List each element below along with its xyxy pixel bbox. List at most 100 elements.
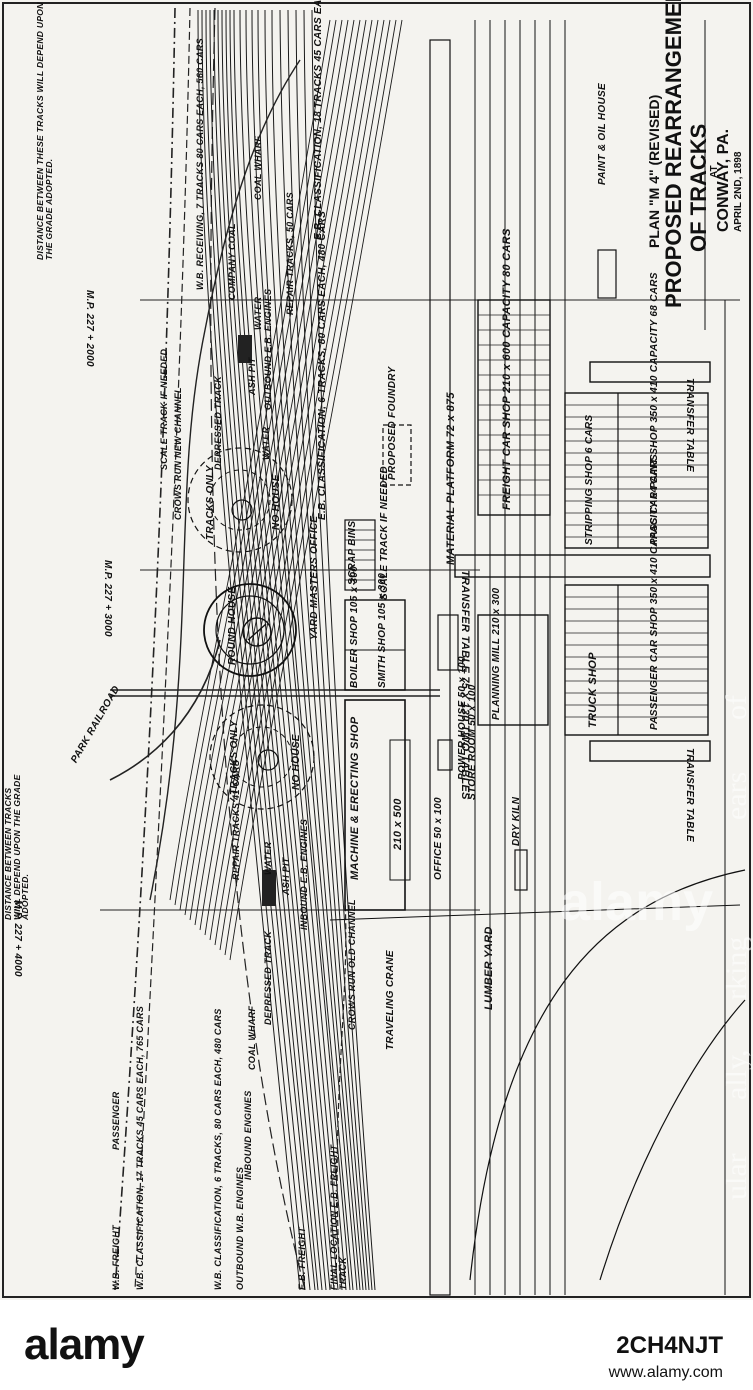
outbound-wb-engines-label: OUTBOUND W.B. ENGINES — [235, 1166, 245, 1290]
eb-freight-line — [210, 7, 306, 1291]
plan-border — [2, 2, 751, 1298]
dry-kiln-label: DRY KILN — [511, 796, 522, 846]
passenger-car-shop-label: PASSENGER CAR SHOP 350 x 410 CAPACITY 64… — [649, 454, 660, 730]
passenger-label: PASSENGER — [111, 1091, 121, 1150]
yard-masters-office-label: YARD MASTERS OFFICE — [309, 515, 320, 640]
ash-pit-upper-label: ASH PIT — [247, 357, 257, 395]
boiler-shop-label: BOILER SHOP 105 x 300 — [349, 565, 360, 688]
repair-tracks-lower-label: REPAIR TRACKS 41 CARS — [231, 759, 241, 880]
passenger-line — [134, 7, 191, 1291]
material-platform-outline — [429, 39, 451, 1296]
plan-date: APRIL 2ND, 1898 — [733, 151, 744, 232]
distance-upper-note: DISTANCE BETWEEN THESE TRACKS WILL DEPEN… — [35, 2, 54, 260]
mp-227-3000-label: M.P. 227 + 3000 — [102, 560, 113, 637]
no-house-lower-label: NO HOUSE — [291, 734, 302, 790]
machine-shop-label: MACHINE & ERECTING SHOP — [349, 716, 361, 880]
planing-mill-outline — [477, 614, 549, 726]
wb-classification-17-label: W.B. CLASSIFICATION, 17 TRACKS 45 CARS E… — [135, 1005, 145, 1290]
watermark-fragment-2: ears — [720, 771, 753, 820]
watermark-brand: alamy — [560, 872, 713, 932]
transfer-table-bottom-bar — [589, 740, 711, 762]
truck-shop-label: TRUCK SHOP — [587, 652, 599, 728]
wb-freight-label: W.B. FREIGHT — [111, 1225, 121, 1290]
image-id: 2CH4NJT — [616, 1332, 723, 1359]
plan-location: CONWAY, PA. — [715, 128, 732, 232]
no-house-upper-label: NO HOUSE — [271, 474, 282, 530]
wb-receiving-label: W.B. RECEIVING, 7 TRACKS 80 CARS EACH, 5… — [195, 38, 205, 290]
water-upper-label: WATER — [253, 296, 263, 330]
lumber-yard-curve-1 — [469, 869, 746, 1281]
store-room-label: STORE ROOM 50 x 100 — [467, 684, 478, 800]
stock-footer-bar: alamy 2CH4NJT www.alamy.com — [0, 1300, 753, 1390]
proposed-foundry-label: PROPOSED FOUNDRY — [387, 366, 398, 480]
crows-run-old-label: CROWS RUN OLD CHANNEL — [347, 899, 357, 1030]
ash-pit-lower-label: ASH PIT — [281, 857, 291, 895]
tracks-only-circle-lower — [209, 704, 315, 810]
lumber-yard-curve-2 — [599, 999, 746, 1281]
mp-227-2000-label: M.P. 227 + 2000 — [84, 290, 95, 367]
watermark-fragment-3: rking — [720, 936, 753, 1000]
power-house-outline — [437, 614, 459, 671]
smith-shop-label: SMITH SHOP 105 x 300 — [377, 572, 388, 688]
distance-lower-note: DISTANCE BETWEEN TRACKS WILL DEPEND UPON… — [3, 774, 30, 920]
scrap-bins-outline — [344, 519, 376, 591]
site-url[interactable]: www.alamy.com — [608, 1364, 723, 1381]
transfer-table-bottom-label: TRANSFER TABLE — [684, 748, 695, 843]
paint-oil-house-box — [597, 249, 617, 299]
freight-car-shop-label: FREIGHT CAR SHOP 210 x 600 CAPACITY 80 C… — [501, 228, 513, 510]
track-plan-diagram: alamy PLAN "M 4" (REVISED) PROPOSED REAR… — [0, 0, 753, 1300]
plan-number: PLAN "M 4" (REVISED) — [646, 94, 662, 248]
round-house-turntable — [242, 617, 272, 647]
watermark-fragment-1: of — [720, 695, 753, 720]
wb-freight-line — [114, 7, 176, 1291]
material-platform-label: MATERIAL PLATFORM 72 x 875 — [445, 392, 457, 565]
machine-shop-size-label: 210 x 500 — [392, 798, 404, 850]
round-house-ring — [215, 595, 285, 665]
crows-run-old-channel — [336, 899, 347, 1281]
planing-mill-label: PLANNING MILL 210 x 300 — [491, 587, 502, 720]
yard-tracks — [197, 9, 376, 1291]
coal-wharf-lower-label: COAL WHARF — [247, 1005, 257, 1070]
depressed-track-upper-label: DEPRESSED TRACK — [213, 375, 223, 470]
round-house-outer — [203, 583, 297, 677]
office-label: OFFICE 50 x 100 — [433, 797, 444, 880]
alamy-logo[interactable]: alamy — [24, 1320, 145, 1369]
coal-wharf-upper-block — [238, 335, 252, 363]
lumber-yard-label: LUMBER YARD — [483, 926, 495, 1010]
classification-tracks — [169, 19, 403, 961]
machine-shop-inner — [389, 739, 411, 881]
transfer-table-mid-bar — [454, 554, 711, 578]
park-railroad — [109, 639, 221, 781]
transfer-table-top-bar — [589, 361, 711, 383]
tracks-only-circle-upper — [187, 447, 293, 553]
coal-wharf-lower-block — [262, 870, 276, 906]
eb-classification-lower-label: E.B. CLASSIFICATION, 6 TRACKS, 80 CARS E… — [317, 210, 328, 520]
round-house-label: ROUND HOUSE — [227, 586, 238, 665]
inbound-engines-label: INBOUND ENGINES — [243, 1090, 253, 1180]
track-plan-drawing: alamy — [2, 2, 751, 1298]
freight-car-shop-outline — [477, 299, 551, 516]
dry-kiln-box — [514, 849, 528, 891]
pass-car-paint-shop-outline — [564, 392, 709, 549]
scale-track-upper-label: SCALE TRACK IF NEEDED — [159, 348, 169, 470]
wb-classification-lower-label: W.B. CLASSIFICATION, 6 TRACKS, 80 CARS E… — [213, 1008, 223, 1290]
paint-oil-house-label: PAINT & OIL HOUSE — [597, 83, 608, 185]
stripping-shop-label: STRIPPING SHOP 6 CARS — [584, 414, 595, 545]
proposed-foundry-outline — [382, 424, 412, 486]
office-box — [437, 739, 453, 771]
boiler-shop-outline — [344, 599, 406, 691]
plan-title: PROPOSED REARRANGEMENT — [661, 0, 686, 308]
crows-run-new-label: CROWS RUN NEW CHANNEL — [173, 387, 183, 520]
passenger-car-shop-outline — [564, 584, 709, 736]
traveling-crane-label: TRAVELING CRANE — [385, 950, 396, 1050]
final-location-label: FINAL LOCATION E.B. FREIGHT TRACK — [329, 1144, 348, 1290]
water-mid-label: WATER — [261, 426, 271, 460]
repair-tracks-upper-label: REPAIR TRACKS, 50 CARS — [285, 192, 295, 315]
eb-freight-label: E.B. FREIGHT — [297, 1226, 307, 1290]
watermark-fragment-5: ular — [720, 1153, 753, 1200]
coal-wharf-upper-label: COAL WHARF — [253, 135, 263, 200]
machine-shop-outline — [344, 699, 406, 911]
power-house-label: POWER HOUSE 50 x 100 — [457, 656, 468, 780]
plan-title-line2: OF TRACKS — [686, 123, 711, 252]
watermark-fragment-4: ally, — [720, 1049, 753, 1100]
